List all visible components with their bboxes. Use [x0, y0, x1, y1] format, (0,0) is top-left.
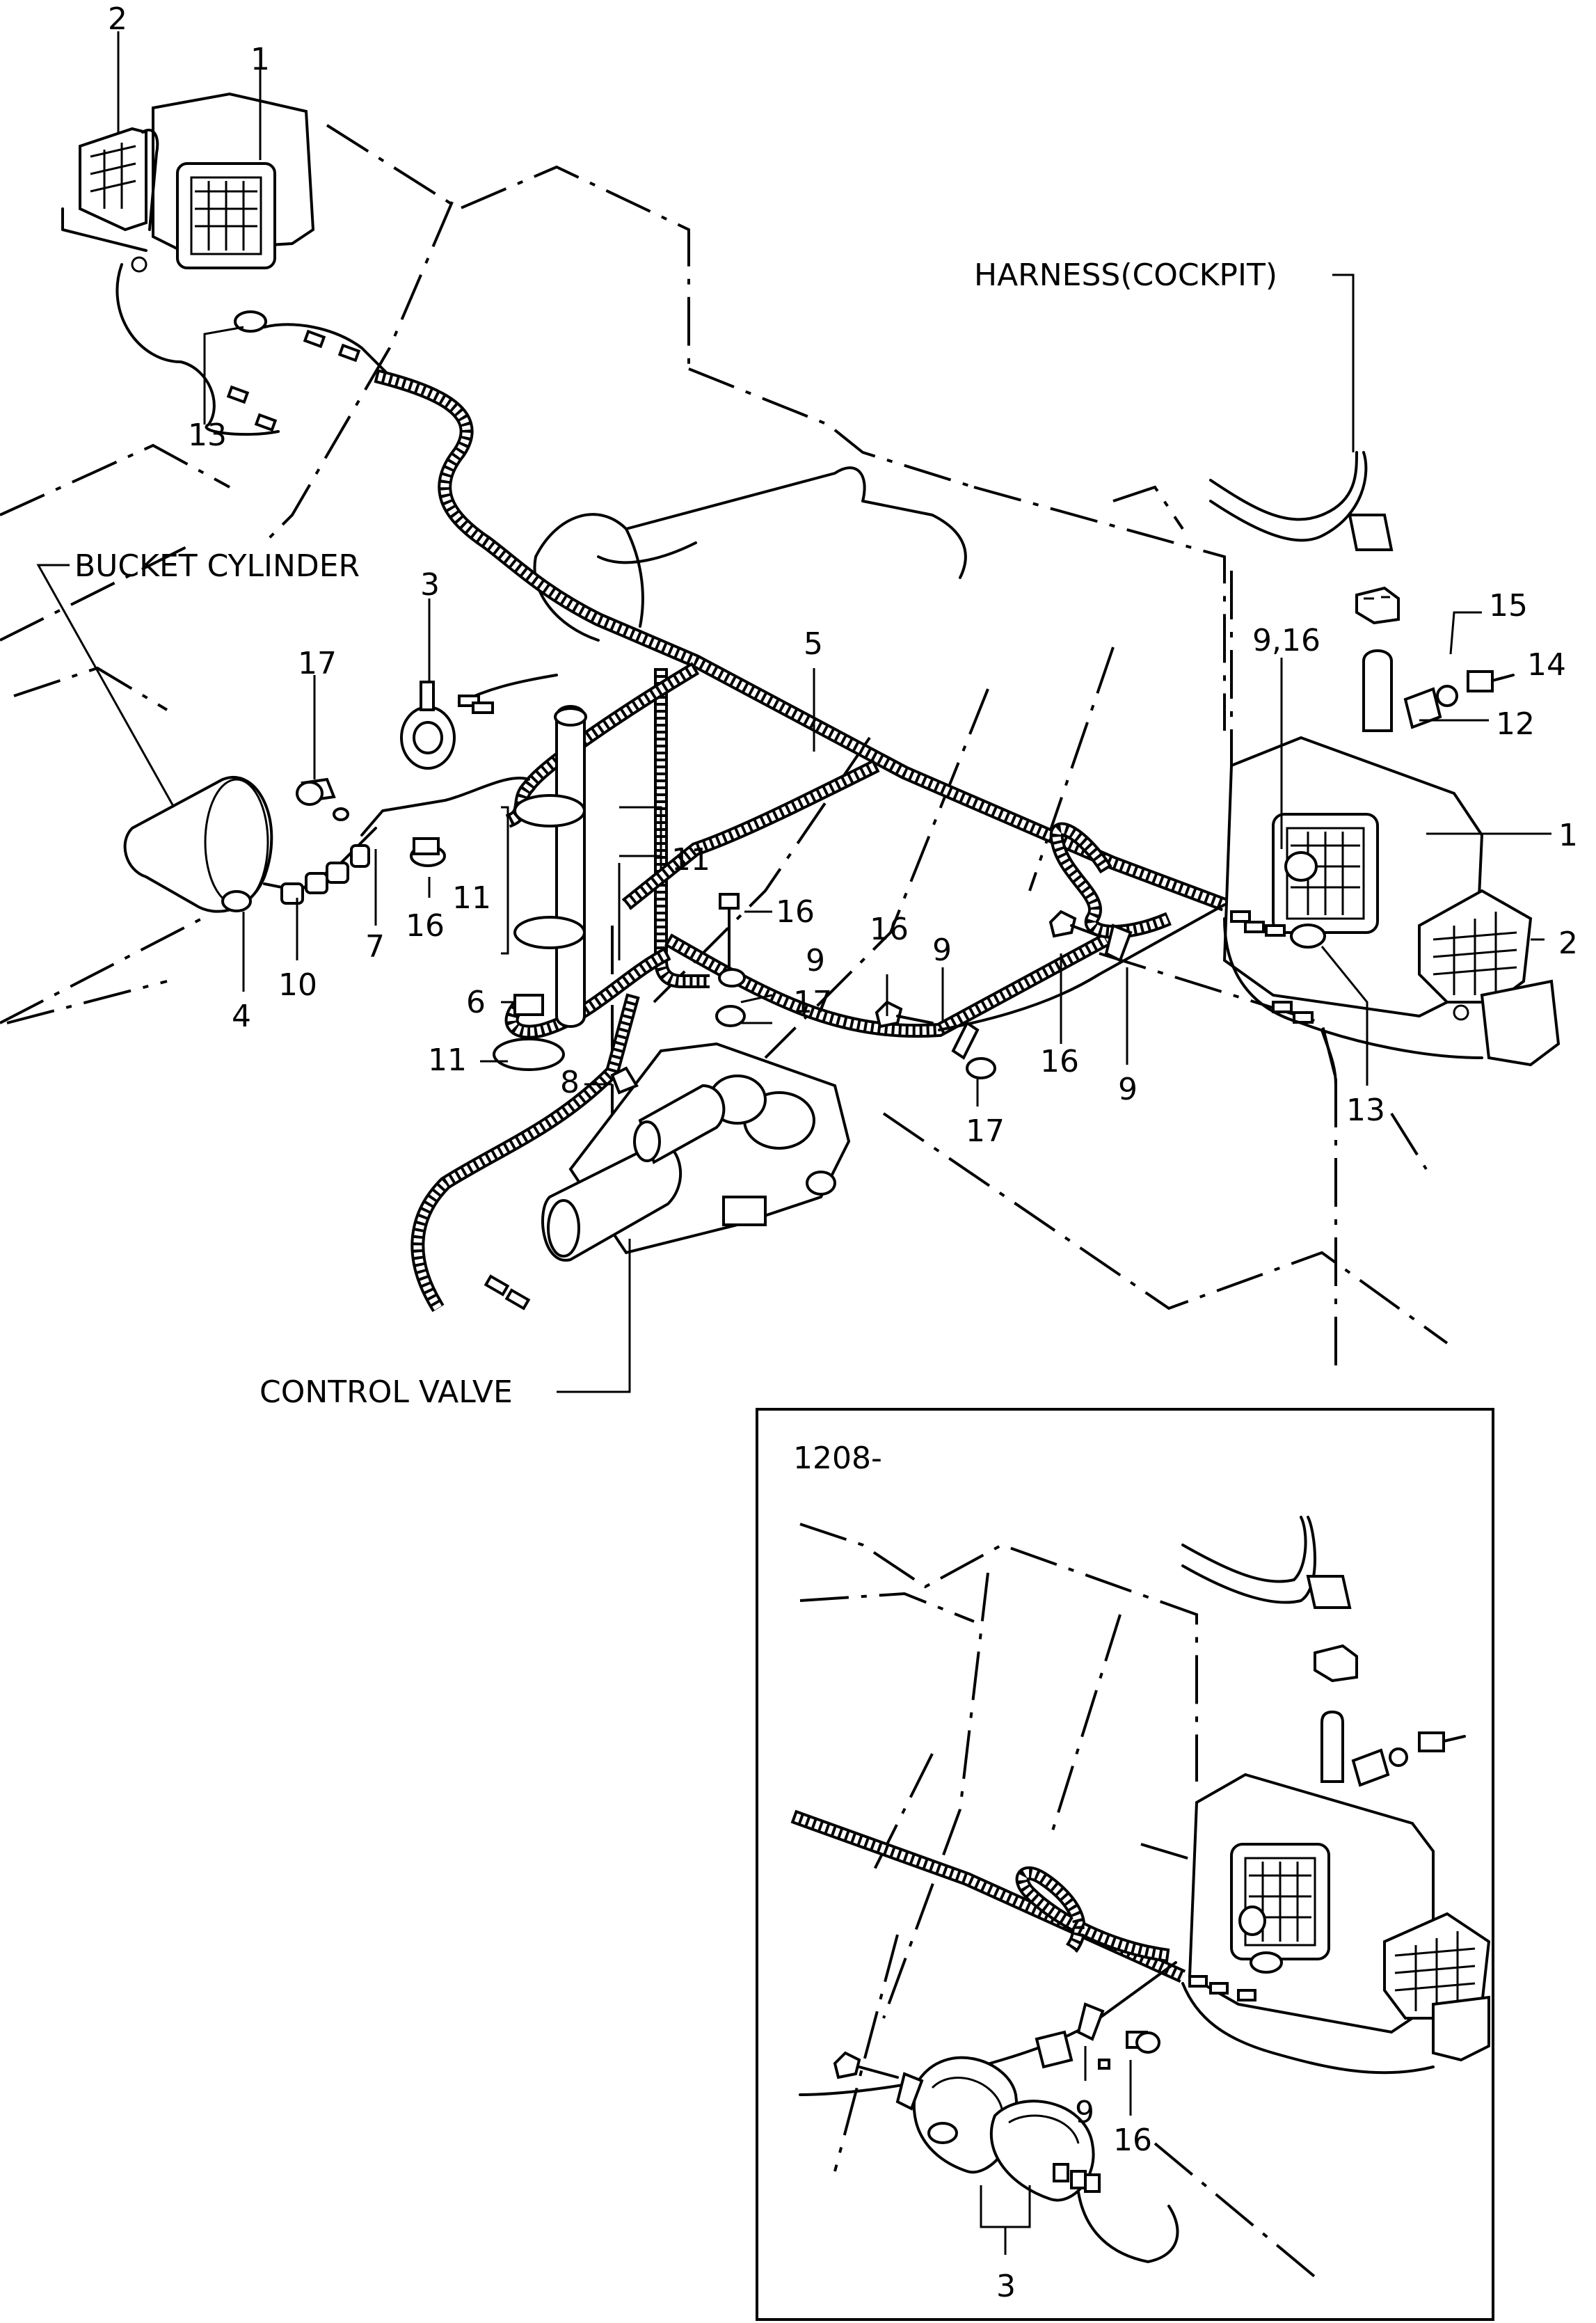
pipe-with-clamps: [493, 705, 587, 1071]
callout-9-c: 9: [1118, 1072, 1138, 1107]
bucket-cylinder: [123, 775, 530, 913]
work-lamp-top-left: [152, 92, 315, 333]
callout-4: 4: [232, 999, 251, 1034]
label-inset-serial: 1208-: [793, 1441, 882, 1476]
inset-frame: [756, 1408, 1494, 2321]
callout-7: 7: [365, 929, 385, 965]
callout-6: 6: [466, 985, 486, 1020]
inset-callout-3: 3: [996, 2269, 1016, 2304]
lamp-connectors-top-left: [226, 323, 391, 432]
callout-16-b: 16: [406, 908, 445, 944]
inset-callout-leaders: [980, 2046, 1132, 2255]
callout-15: 15: [1489, 588, 1528, 624]
callout-5: 5: [804, 626, 823, 662]
callout-1-top: 1: [250, 42, 270, 77]
harness-cockpit-connector: [1209, 451, 1515, 732]
callout-16-c: 16: [870, 912, 909, 947]
lamp-connectors-right: [1223, 910, 1483, 1087]
lamp-wire-top-left: [115, 263, 280, 436]
callout-8: 8: [560, 1065, 580, 1100]
label-control-valve: CONTROL VALVE: [260, 1374, 513, 1410]
boom-body: [533, 466, 967, 642]
callout-13-right: 13: [1346, 1093, 1385, 1128]
callout-9-a: 9: [806, 943, 825, 978]
callout-numbers: 1 2 13 3 17 5 11 11 11 16 16 16 16 9 9 9…: [108, 1, 1578, 2304]
callout-9-16: 9,16: [1252, 623, 1320, 658]
label-bucket-cylinder: BUCKET CYLINDER: [74, 548, 360, 584]
label-harness-cockpit: HARNESS(COCKPIT): [974, 257, 1277, 293]
side-lamp-top-left: [61, 127, 159, 273]
callout-14: 14: [1527, 647, 1566, 683]
callout-2-top: 2: [108, 1, 127, 37]
callout-16-a: 16: [776, 894, 815, 930]
side-lamp-right: [1418, 889, 1561, 1067]
control-valve: [541, 1042, 851, 1262]
bolt-part-16-left: [410, 837, 446, 867]
callout-13-left: 13: [188, 418, 227, 453]
callout-3-horn: 3: [420, 567, 440, 603]
callout-1-right: 1: [1558, 818, 1578, 853]
inset-callout-16: 16: [1113, 2123, 1152, 2158]
callout-9-b: 9: [932, 933, 952, 968]
callout-11-a: 11: [671, 842, 710, 878]
horn-part-3: [400, 674, 558, 770]
inset-drawing: [790, 1516, 1491, 2284]
callout-17-left: 17: [298, 646, 337, 681]
callout-leaders: [36, 31, 1551, 1393]
valve-wire-connectors: [484, 1274, 531, 1310]
callout-11-c: 11: [428, 1042, 467, 1078]
work-lamp-right: [1222, 736, 1484, 1018]
inset-callout-9: 9: [1075, 2095, 1094, 2130]
fasteners-mid: [296, 781, 1133, 1095]
callout-17-b: 17: [793, 985, 832, 1020]
callout-10: 10: [278, 967, 317, 1003]
text-labels: HARNESS(COCKPIT) BUCKET CYLINDER CONTROL…: [74, 257, 1277, 1476]
callout-11-b: 11: [452, 880, 491, 916]
callout-12: 12: [1496, 706, 1535, 742]
callout-16-d: 16: [1040, 1044, 1079, 1079]
callout-17-c: 17: [966, 1113, 1005, 1149]
callout-2-right: 2: [1558, 926, 1578, 961]
